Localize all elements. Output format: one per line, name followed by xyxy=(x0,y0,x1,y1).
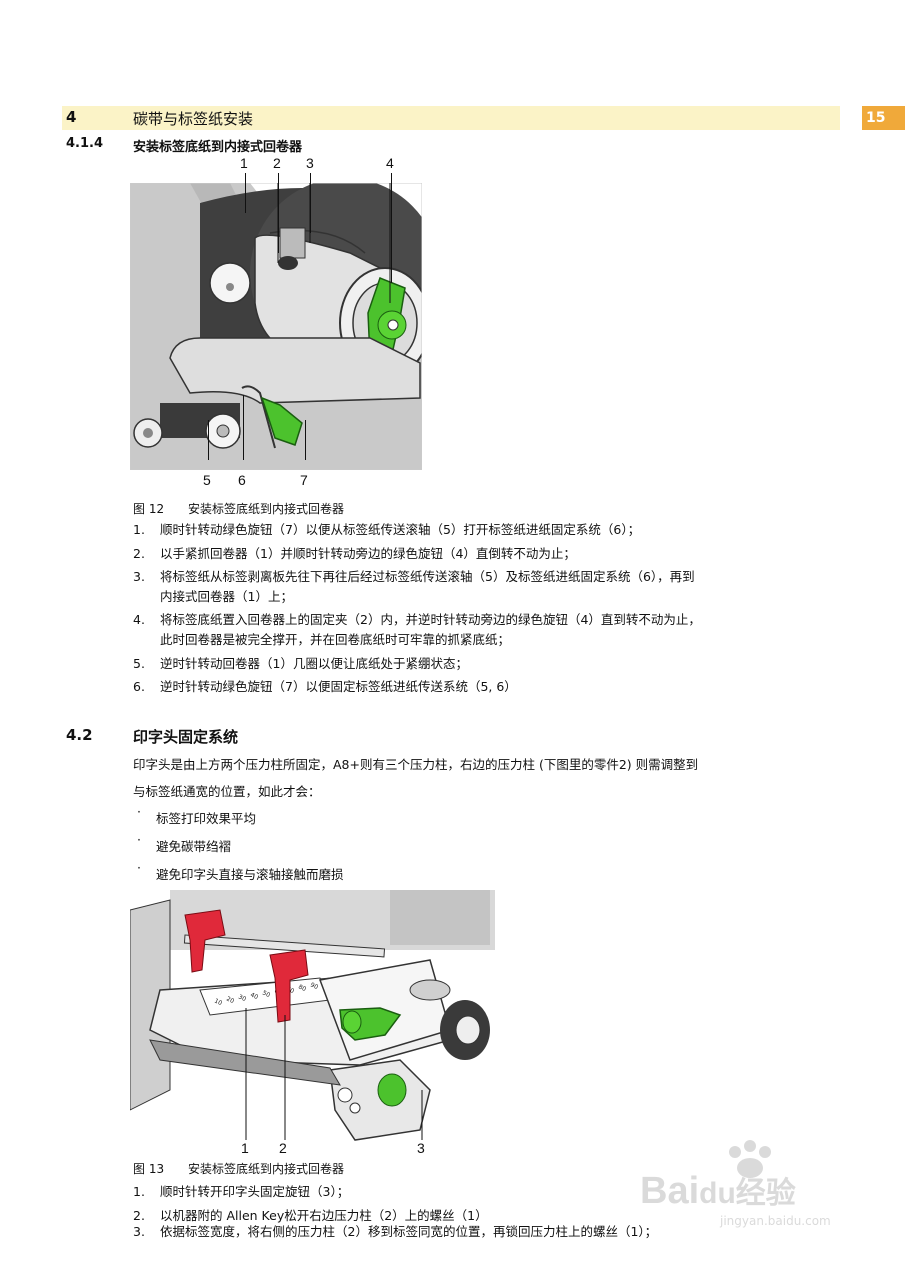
fig12-callout-5: 5 xyxy=(203,472,211,488)
step-list-1-item: 4. 将标签底纸置入回卷器上的固定夹（2）内，并逆时针转动旁边的绿色旋钮（4）直… xyxy=(133,610,833,650)
section-4-2-paragraph-line1: 印字头是由上方两个压力柱所固定，A8+则有三个压力柱，右边的压力柱 (下图里的零… xyxy=(133,757,699,772)
step-number: 5. xyxy=(133,656,145,671)
scale-label: 30 xyxy=(237,993,247,1003)
step-list-1-item: 2. 以手紧抓回卷器（1）并顺时针转动旁边的绿色旋钮（4）直倒转不动为止； xyxy=(133,544,833,564)
fig12-caption-text: 安装标签底纸到内接式回卷器 xyxy=(188,502,345,516)
step-text: 将标签纸从标签剥离板先往下再往后经过标签纸传送滚轴（5）及标签纸进纸固定系统（6… xyxy=(160,569,695,584)
fig12-callout-4: 4 xyxy=(386,155,394,171)
scale-label: 20 xyxy=(225,995,235,1005)
scale-label: 90 xyxy=(309,981,319,991)
section-header-bar xyxy=(62,106,840,130)
step-text: 依据标签宽度，将右侧的压力柱（2）移到标签同宽的位置，再锁回压力柱上的螺丝（1）… xyxy=(160,1224,658,1239)
step-number: 1. xyxy=(133,522,145,537)
fig12-callout-7: 7 xyxy=(300,472,308,488)
fig12-leader-7 xyxy=(305,420,306,460)
scale-label: 50 xyxy=(261,989,271,999)
step-list-1-item: 6. 逆时针转动绿色旋钮（7）以便固定标签纸进纸传送系统（5, 6） xyxy=(133,677,833,697)
step-text-continued: 内接式回卷器（1）上； xyxy=(160,589,293,604)
fig12-leader-6 xyxy=(243,395,244,460)
section-number: 4 xyxy=(66,108,77,126)
step-list-2-item: 3. 依据标签宽度，将右侧的压力柱（2）移到标签同宽的位置，再锁回压力柱上的螺丝… xyxy=(133,1222,833,1242)
scale-label: 80 xyxy=(297,983,307,993)
subsection-title: 安装标签底纸到内接式回卷器 xyxy=(133,140,303,155)
fig12-leader-5 xyxy=(208,420,209,460)
fig12-leader-2 xyxy=(278,173,279,253)
step-text: 顺时针转动绿色旋钮（7）以便从标签纸传送滚轴（5）打开标签纸进纸固定系统（6）； xyxy=(160,522,641,537)
watermark-url: jingyan.baidu.com xyxy=(720,1214,831,1228)
bullet-item: 避免印字头直接与滚轴接触而磨损 xyxy=(156,867,344,882)
step-text: 逆时针转动回卷器（1）几圈以便让底纸处于紧绷状态； xyxy=(160,656,468,671)
watermark-brand: Bai xyxy=(640,1170,700,1212)
scale-label: 40 xyxy=(249,991,259,1001)
watermark-brand2: du xyxy=(699,1177,736,1210)
fig13-callout-2: 2 xyxy=(279,1140,287,1156)
figure-13-printhead-illustration: 10 20 30 40 50 60 70 80 90 xyxy=(130,890,495,1142)
step-text-continued: 此时回卷器是被完全撑开，并在回卷底纸时可牢靠的抓紧底纸； xyxy=(160,632,511,647)
subsection-number: 4.1.4 xyxy=(66,136,104,151)
page-number-badge: 15 xyxy=(862,106,905,130)
watermark-suffix: 经验 xyxy=(735,1177,796,1210)
fig12-callout-2: 2 xyxy=(273,155,281,171)
fig12-leader-3 xyxy=(310,173,311,233)
bullet-mark: · xyxy=(137,832,141,847)
step-list-2-item: 2. 以机器附的 Allen Key松开右边压力柱（2）上的螺丝（1） xyxy=(133,1206,833,1226)
bullet-item: 避免碳带绉褶 xyxy=(156,839,232,854)
fig12-caption-label: 图 12 xyxy=(133,502,165,516)
fig12-leader-1 xyxy=(245,173,246,213)
step-list-2-item: 1. 顺时针转开印字头固定旋钮（3）； xyxy=(133,1182,833,1202)
step-number: 1. xyxy=(133,1184,145,1199)
fig12-callout-3: 3 xyxy=(306,155,314,171)
step-list-1-item: 5. 逆时针转动回卷器（1）几圈以便让底纸处于紧绷状态； xyxy=(133,654,833,674)
step-number: 2. xyxy=(133,546,145,561)
step-number: 2. xyxy=(133,1208,145,1223)
section-title: 碳带与标签纸安装 xyxy=(133,110,254,128)
fig13-caption-label: 图 13 xyxy=(133,1162,165,1176)
step-number: 3. xyxy=(133,569,145,584)
figure-12-rewinder-illustration xyxy=(130,183,422,470)
fig13-caption-text: 安装标签底纸到内接式回卷器 xyxy=(188,1162,345,1176)
step-text: 逆时针转动绿色旋钮（7）以便固定标签纸进纸传送系统（5, 6） xyxy=(160,679,517,694)
scale-label: 10 xyxy=(213,997,223,1007)
fig12-callout-6: 6 xyxy=(238,472,246,488)
section-4-2-title: 印字头固定系统 xyxy=(133,728,239,746)
section-4-2-paragraph-line2: 与标签纸通宽的位置，如此才会： xyxy=(133,784,321,799)
step-number: 3. xyxy=(133,1224,145,1239)
step-number: 6. xyxy=(133,679,145,694)
bullet-mark: · xyxy=(137,860,141,875)
fig13-callout-3: 3 xyxy=(417,1140,425,1156)
step-number: 4. xyxy=(133,612,145,627)
fig13-callout-1: 1 xyxy=(241,1140,249,1156)
step-list-1-item: 1. 顺时针转动绿色旋钮（7）以便从标签纸传送滚轴（5）打开标签纸进纸固定系统（… xyxy=(133,520,833,540)
fig12-leader-4 xyxy=(391,173,392,283)
baidu-watermark: Baidu经验 jingyan.baidu.com xyxy=(640,1140,890,1230)
step-list-1-item: 3. 将标签纸从标签剥离板先往下再往后经过标签纸传送滚轴（5）及标签纸进纸固定系… xyxy=(133,567,833,607)
step-text: 将标签底纸置入回卷器上的固定夹（2）内，并逆时针转动旁边的绿色旋钮（4）直到转不… xyxy=(160,612,701,627)
bullet-item: 标签打印效果平均 xyxy=(156,811,257,826)
paw-icon xyxy=(729,1140,771,1178)
step-text: 以机器附的 Allen Key松开右边压力柱（2）上的螺丝（1） xyxy=(160,1208,488,1223)
step-text: 以手紧抓回卷器（1）并顺时针转动旁边的绿色旋钮（4）直倒转不动为止； xyxy=(160,546,576,561)
step-text: 顺时针转开印字头固定旋钮（3）； xyxy=(160,1184,350,1199)
fig12-callout-1: 1 xyxy=(240,155,248,171)
bullet-mark: · xyxy=(137,804,141,819)
section-4-2-number: 4.2 xyxy=(66,726,93,744)
